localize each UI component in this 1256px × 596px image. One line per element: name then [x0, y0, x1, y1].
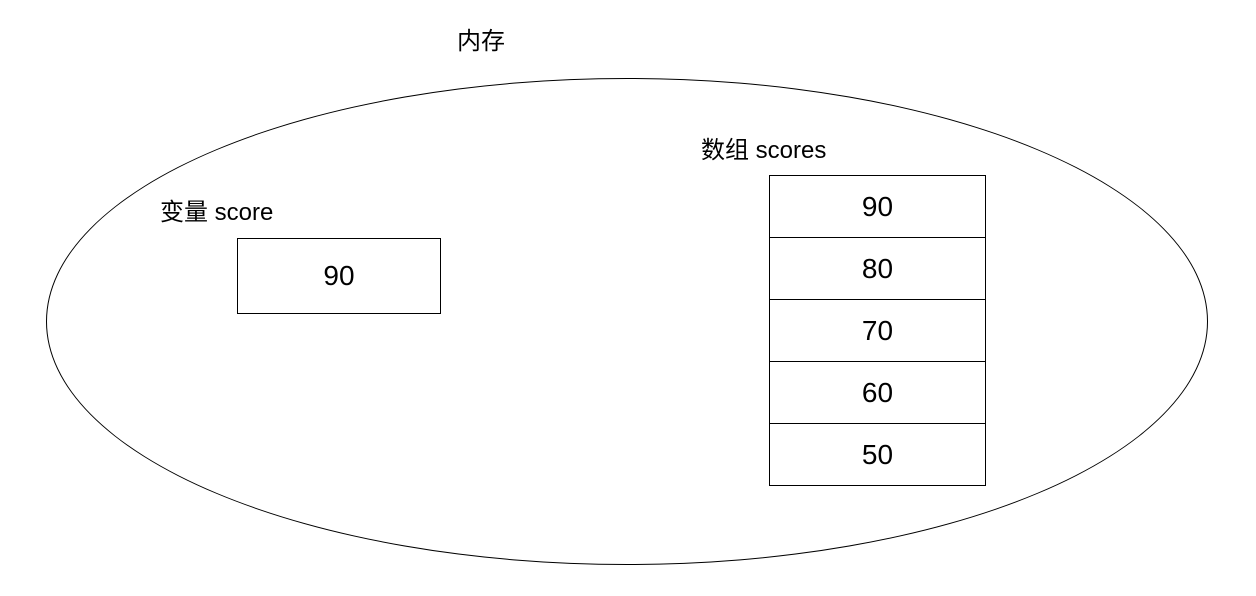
array-cell-value: 80 [861, 252, 894, 284]
array-cell-1: 80 [769, 237, 986, 300]
array-cell-2: 70 [769, 299, 986, 362]
array-cell-value: 90 [861, 190, 894, 222]
array-cell-value: 60 [861, 376, 894, 408]
array-cell-value: 50 [861, 438, 894, 470]
array-scores-box: 90 80 70 60 50 [769, 175, 986, 486]
memory-title: 内存 [457, 28, 505, 55]
array-cell-value: 70 [861, 314, 894, 346]
array-cell-3: 60 [769, 361, 986, 424]
array-cell-4: 50 [769, 423, 986, 486]
array-scores-label: 数组 scores [701, 137, 827, 164]
memory-ellipse-shape [46, 78, 1208, 565]
array-cell-0: 90 [769, 175, 986, 238]
variable-score-box: 90 [237, 238, 441, 314]
variable-score-label: 变量 score [160, 199, 274, 226]
variable-score-value: 90 [323, 260, 355, 291]
